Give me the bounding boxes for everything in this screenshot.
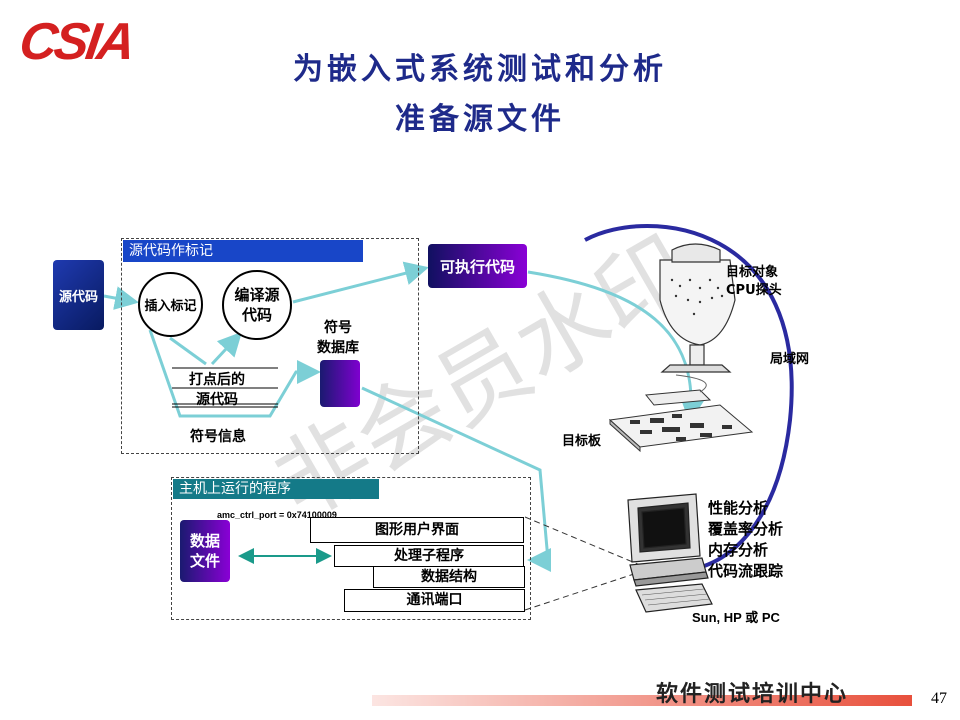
dash-to-workstation-lower bbox=[524, 571, 641, 611]
arrow-source-symbolinfo bbox=[148, 329, 321, 418]
stack-gui: 图形用户界面 bbox=[310, 517, 524, 543]
stack-handler: 处理子程序 bbox=[334, 545, 524, 567]
source-mark-header: 源代码作标记 bbox=[123, 240, 363, 262]
dash-to-workstation-upper bbox=[524, 516, 641, 566]
page-number: 47 bbox=[931, 690, 947, 707]
stack-comm-port: 通讯端口 bbox=[344, 589, 525, 612]
compile-source-label: 编译源 代码 bbox=[234, 286, 280, 324]
data-file-block: 数据 文件 bbox=[180, 520, 230, 582]
marked-source-label: 打点后的 源代码 bbox=[189, 372, 245, 408]
target-board-icon bbox=[608, 374, 754, 453]
footer-text: 软件测试培训中心 bbox=[656, 682, 849, 707]
stack-data-structure: 数据结构 bbox=[373, 566, 525, 588]
arrow-exe-to-board bbox=[527, 270, 705, 423]
source-mark-container bbox=[121, 238, 419, 454]
cpu-probe-icon bbox=[659, 243, 736, 373]
symbol-db-label: 符号 数据库 bbox=[317, 320, 359, 356]
analysis-item: 代码流跟踪 bbox=[708, 562, 784, 580]
data-file-label: 数据 文件 bbox=[189, 532, 220, 570]
arrow-marked-to-compile bbox=[210, 331, 243, 366]
insert-mark-label: 插入标记 bbox=[144, 299, 197, 314]
arrow-db-to-host bbox=[361, 386, 551, 572]
arrow-mark-to-marked bbox=[169, 336, 207, 366]
workstation-icon bbox=[627, 493, 713, 613]
insert-mark-node: 插入标记 bbox=[138, 272, 203, 337]
analysis-list: 性能分析 覆盖率分析 内存分析 代码流跟踪 bbox=[708, 498, 783, 582]
analysis-item: 性能分析 bbox=[708, 499, 769, 517]
symbol-info-label: 符号信息 bbox=[190, 429, 246, 445]
page-subtitle: 准备源文件 bbox=[395, 102, 565, 137]
target-board-label: 目标板 bbox=[562, 434, 602, 449]
lan-arc bbox=[584, 223, 794, 572]
arrow-source-to-mark bbox=[103, 286, 139, 310]
analysis-item: 内存分析 bbox=[708, 541, 769, 559]
source-code-block: 源代码 bbox=[53, 260, 104, 330]
lan-label: 局域网 bbox=[770, 352, 810, 367]
executable-code-block: 可执行代码 bbox=[428, 244, 527, 288]
host-program-header: 主机上运行的程序 bbox=[173, 479, 379, 499]
compile-source-node: 编译源 代码 bbox=[222, 270, 292, 340]
page-title: 为嵌入式系统测试和分析 bbox=[293, 52, 667, 87]
platform-label: Sun, HP 或 PC bbox=[692, 610, 780, 625]
host-program-container bbox=[171, 477, 531, 620]
source-code-label: 源代码 bbox=[58, 289, 98, 305]
executable-code-label: 可执行代码 bbox=[439, 257, 515, 276]
target-object-label: 目标对象 CPU探头 bbox=[726, 265, 782, 298]
arrow-compile-to-exe bbox=[292, 261, 429, 304]
footer-bar bbox=[372, 695, 912, 706]
symbol-db-block bbox=[320, 360, 360, 407]
port-address: amc_ctrl_port = 0x74100009 bbox=[217, 510, 337, 520]
analysis-item: 覆盖率分析 bbox=[708, 520, 784, 538]
